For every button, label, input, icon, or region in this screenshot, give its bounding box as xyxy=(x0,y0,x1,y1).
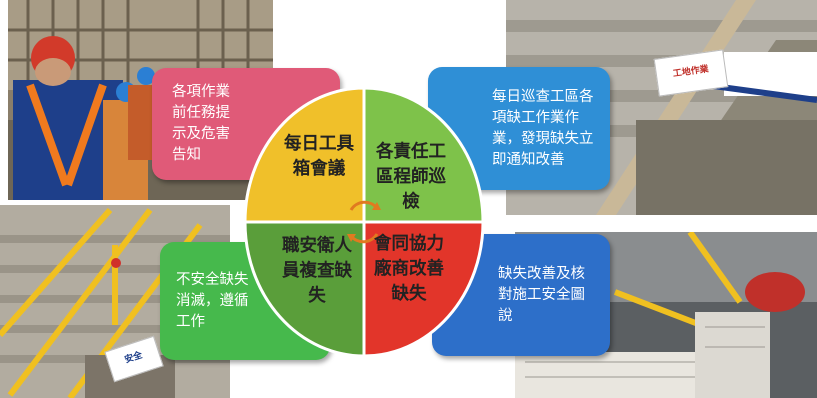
quadrant-safety-recheck xyxy=(243,220,366,358)
q2-label: 各責任工區程師巡檢 xyxy=(376,142,446,212)
quadrant-toolbox-meeting xyxy=(243,86,366,224)
pdca-cycle: 每日工具箱會議 各責任工區程師巡檢 職安衛人員複查缺失 會同協力廠商改善缺失 xyxy=(239,82,489,362)
cycle-graphic xyxy=(243,86,485,358)
q3-label: 職安衛人員複查缺失 xyxy=(282,236,352,306)
q1-label: 每日工具箱會議 xyxy=(284,134,354,179)
quadrant-contractor-improvement xyxy=(362,220,485,358)
q4-label: 會同協力廠商改善缺失 xyxy=(374,234,444,304)
photo-workers xyxy=(8,0,273,200)
quadrant-engineer-inspection xyxy=(362,86,485,224)
